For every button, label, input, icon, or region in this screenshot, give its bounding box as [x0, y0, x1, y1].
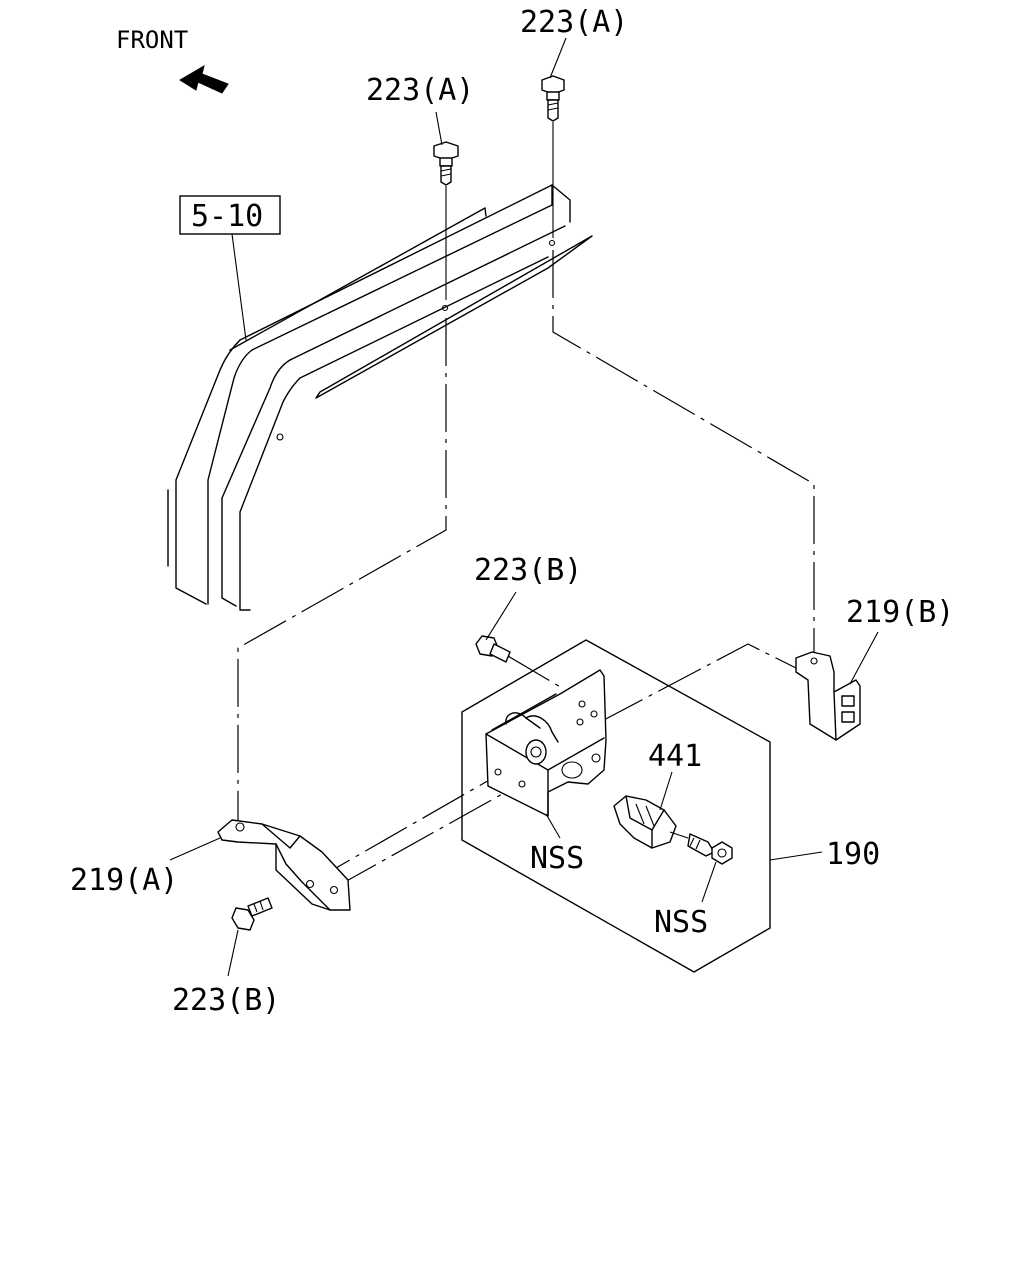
- leader-223a-right: [549, 37, 567, 79]
- leader-190: [769, 851, 823, 861]
- frame-member: [167, 184, 593, 611]
- assembly-190-outline: [461, 639, 771, 973]
- label-nss-bracket: NSS: [530, 841, 584, 876]
- label-219a: 219(A): [70, 863, 178, 898]
- label-441: 441: [648, 739, 702, 774]
- front-label: FRONT: [116, 26, 188, 54]
- sensor-bracket[interactable]: [485, 669, 607, 817]
- connect-line-bolt-b2: [333, 782, 523, 889]
- ref-box[interactable]: 5-10: [179, 195, 281, 235]
- bolt-223a-right[interactable]: [541, 75, 565, 122]
- connect-line-bracket-b: [599, 643, 801, 723]
- label-223b-top: 223(B): [474, 553, 582, 588]
- leader-nss-screw: [701, 861, 717, 903]
- leader-441: [659, 771, 673, 811]
- connect-line-bolt-b1: [307, 774, 499, 885]
- leader-223a-left: [435, 111, 443, 146]
- screw-nss[interactable]: [687, 833, 733, 865]
- leader-219a: [169, 837, 221, 861]
- connect-line-left: [237, 318, 447, 822]
- label-nss-screw: NSS: [654, 905, 708, 940]
- bolt-223b-top[interactable]: [475, 635, 511, 663]
- label-223a-right: 223(A): [520, 5, 628, 40]
- bolt-223a-left[interactable]: [433, 141, 459, 186]
- leader-223b-top: [485, 591, 517, 641]
- connect-line-right: [552, 250, 815, 660]
- leader-223b-bottom: [227, 929, 239, 977]
- ref-leader: [231, 233, 247, 341]
- leader-219b: [849, 631, 879, 685]
- bolt-223b-bottom[interactable]: [231, 897, 273, 931]
- sensor-441[interactable]: [613, 795, 689, 849]
- connect-line-bolt-b-top: [507, 655, 563, 689]
- leader-nss-bracket: [545, 813, 561, 839]
- bracket-219b[interactable]: [795, 651, 861, 741]
- bracket-219a[interactable]: [217, 819, 351, 911]
- front-arrow-icon: [179, 64, 229, 94]
- label-219b: 219(B): [846, 595, 954, 630]
- label-190: 190: [826, 837, 880, 872]
- label-223b-bottom: 223(B): [172, 983, 280, 1018]
- ref-box-label: 5-10: [191, 199, 263, 234]
- label-223a-left: 223(A): [366, 73, 474, 108]
